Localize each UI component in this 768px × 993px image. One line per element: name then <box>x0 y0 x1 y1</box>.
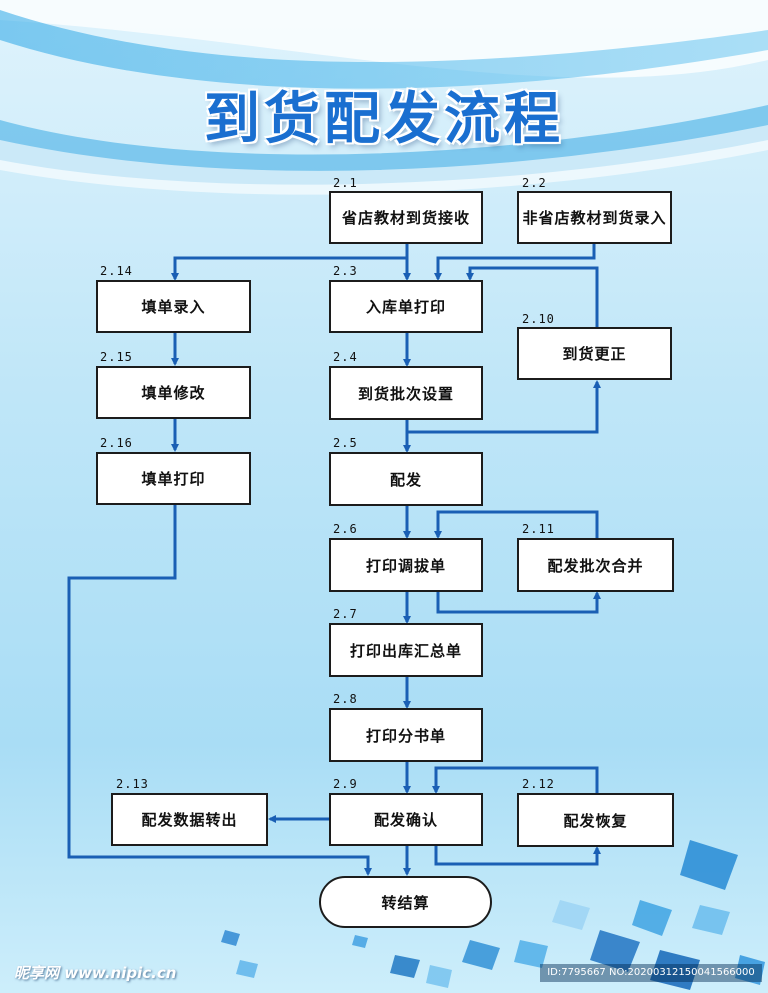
arrow-2-12-to-2-9 <box>432 766 599 794</box>
arrow-2-1-to-2-14 <box>171 256 407 281</box>
node-2-10-correct-arrival[interactable]: 到货更正 <box>517 327 672 380</box>
watermark-site: 昵享网 www.nipic.cn <box>14 964 177 982</box>
step-label-2-9: 2.9 <box>333 777 358 791</box>
step-label-2-2: 2.2 <box>522 176 547 190</box>
step-label-2-14: 2.14 <box>100 264 133 278</box>
step-label-2-16: 2.16 <box>100 436 133 450</box>
step-label-2-4: 2.4 <box>333 350 358 364</box>
step-label-2-13: 2.13 <box>116 777 149 791</box>
node-2-14-form-entry[interactable]: 填单录入 <box>96 280 251 333</box>
step-label-2-3: 2.3 <box>333 264 358 278</box>
node-2-12-restore[interactable]: 配发恢复 <box>517 793 674 847</box>
watermark-id: ID:7795667 NO:20200312150041566000 <box>540 964 762 982</box>
step-label-2-8: 2.8 <box>333 692 358 706</box>
page-title: 到货配发流程 <box>204 87 564 152</box>
node-2-6-print-transfer[interactable]: 打印调拔单 <box>329 538 483 592</box>
step-label-2-1: 2.1 <box>333 176 358 190</box>
node-2-13-export-data[interactable]: 配发数据转出 <box>111 793 268 846</box>
node-2-7-print-summary[interactable]: 打印出库汇总单 <box>329 623 483 677</box>
node-end-settlement[interactable]: 转结算 <box>319 876 492 928</box>
node-2-3-print-receipt[interactable]: 入库单打印 <box>329 280 483 333</box>
step-label-2-11: 2.11 <box>522 522 555 536</box>
step-label-2-7: 2.7 <box>333 607 358 621</box>
arrow-2-6-to-2-11 <box>436 591 601 614</box>
node-2-5-distribute[interactable]: 配发 <box>329 452 483 506</box>
arrow-2-16-to-end <box>67 505 372 876</box>
node-2-1-receive-provincial[interactable]: 省店教材到货接收 <box>329 191 483 244</box>
step-label-2-12: 2.12 <box>522 777 555 791</box>
node-2-15-form-edit[interactable]: 填单修改 <box>96 366 251 419</box>
arrow-2-4-to-2-10 <box>407 380 601 434</box>
arrow-2-10-to-2-3 <box>466 266 599 327</box>
arrow-2-11-to-2-6 <box>434 510 599 539</box>
node-2-2-enter-non-provincial[interactable]: 非省店教材到货录入 <box>517 191 672 244</box>
node-2-4-batch-setup[interactable]: 到货批次设置 <box>329 366 483 420</box>
cube-decoration <box>221 840 765 990</box>
arrow-2-9-to-2-12 <box>434 846 601 866</box>
node-2-9-confirm[interactable]: 配发确认 <box>329 793 483 846</box>
node-2-16-form-print[interactable]: 填单打印 <box>96 452 251 505</box>
step-label-2-6: 2.6 <box>333 522 358 536</box>
arrow-2-2-to-2-3 <box>434 244 596 281</box>
step-label-2-10: 2.10 <box>522 312 555 326</box>
step-label-2-15: 2.15 <box>100 350 133 364</box>
step-label-2-5: 2.5 <box>333 436 358 450</box>
node-2-8-print-book-split[interactable]: 打印分书单 <box>329 708 483 762</box>
node-2-11-merge-batches[interactable]: 配发批次合并 <box>517 538 674 592</box>
